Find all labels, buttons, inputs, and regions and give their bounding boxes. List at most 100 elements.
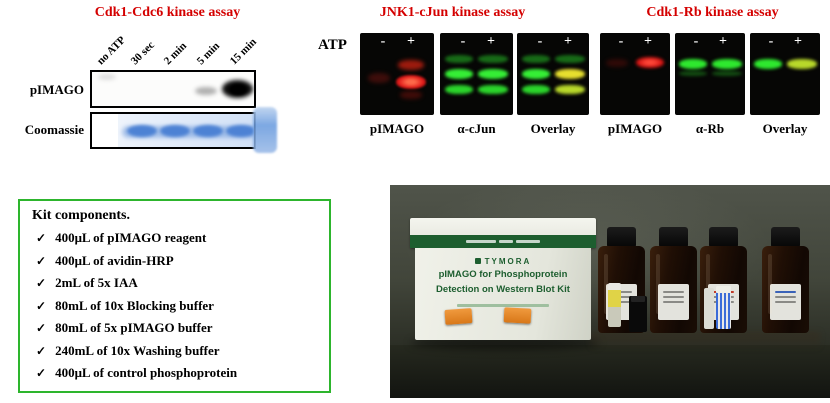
atp-minus-sign: - bbox=[768, 34, 774, 49]
blot-band bbox=[712, 59, 742, 69]
blot-band bbox=[195, 87, 217, 95]
jnk1-title: JNK1-cJun kinase assay bbox=[379, 5, 526, 20]
atp-plus-sign: + bbox=[407, 34, 415, 49]
kit-box-lid-banner bbox=[410, 235, 596, 248]
kit-box: TYMORA pIMAGO for Phosphoprotein Detecti… bbox=[410, 218, 596, 340]
kit-item-text: 80mL of 5x pIMAGO buffer bbox=[55, 320, 213, 335]
cdc6-pimago-blot-image bbox=[90, 70, 256, 108]
atp-minus-sign: - bbox=[460, 34, 466, 49]
atp-minus-sign: - bbox=[380, 34, 386, 49]
kit-item-text: 80mL of 10x Blocking buffer bbox=[55, 297, 214, 313]
jnk1-cjun-blot-image: - + bbox=[440, 33, 513, 115]
kit-list-item: ✓ 80mL of 10x Blocking buffer bbox=[36, 295, 329, 318]
buffer-bottle bbox=[650, 227, 697, 333]
blot-band bbox=[368, 73, 390, 83]
banner-text-bar bbox=[516, 240, 540, 243]
jnk1-blot-label-pimago: pIMAGO bbox=[369, 121, 425, 136]
brand-text: TYMORA bbox=[484, 257, 532, 266]
box-title-line1: pIMAGO for Phosphoprotein bbox=[438, 269, 568, 280]
kit-list-item: ✓ 240mL of 10x Washing buffer bbox=[36, 340, 329, 363]
blot-band bbox=[606, 59, 628, 67]
atp-plus-sign: + bbox=[487, 34, 495, 49]
coomassie-edge-smear bbox=[253, 107, 277, 153]
checkmark-icon: ✓ bbox=[36, 321, 47, 335]
rb-title: Cdk1-Rb kinase assay bbox=[646, 5, 779, 20]
cdc6-coomassie-blot-image bbox=[90, 112, 256, 149]
kit-list-item: ✓ 400μL of control phosphoprotein bbox=[36, 362, 329, 385]
blot-band bbox=[555, 55, 585, 63]
checkmark-icon: ✓ bbox=[36, 253, 47, 268]
orange-clip bbox=[444, 308, 473, 325]
checkmark-icon: ✓ bbox=[36, 276, 47, 290]
atp-plus-sign: + bbox=[644, 34, 652, 49]
box-url-bar bbox=[457, 304, 549, 307]
blot-band bbox=[555, 69, 585, 79]
kit-box-front: TYMORA pIMAGO for Phosphoprotein Detecti… bbox=[415, 248, 591, 340]
rb-blot-label-pimago: pIMAGO bbox=[607, 121, 663, 136]
blot-band bbox=[522, 55, 550, 63]
blot-band bbox=[445, 69, 473, 79]
blot-band bbox=[400, 91, 422, 99]
kit-list-item: ✓ 80mL of 5x pIMAGO buffer bbox=[36, 317, 329, 340]
kit-list-item: ✓ 2mL of 5x IAA bbox=[36, 272, 329, 295]
cdc6-lane-label-5min: 5 min bbox=[194, 40, 223, 68]
bottle-cap bbox=[607, 227, 636, 248]
kit-item-text: 400μL of pIMAGO reagent bbox=[55, 230, 207, 245]
kit-item-text: 400μL of control phosphoprotein bbox=[55, 365, 238, 380]
bottle-cap bbox=[709, 227, 738, 248]
jnk1-assay-panel: JNK1-cJun kinase assay ATP - + - + - + bbox=[310, 0, 600, 155]
atp-minus-sign: - bbox=[537, 34, 543, 49]
label-text-bar bbox=[611, 291, 632, 293]
blot-band bbox=[679, 71, 707, 76]
blot-band bbox=[478, 69, 508, 79]
rb-blot-label-arb: α-Rb bbox=[695, 121, 725, 136]
blot-band bbox=[787, 59, 817, 69]
cdc6-lane-label-2min: 2 min bbox=[161, 40, 190, 68]
atp-plus-sign: + bbox=[794, 34, 802, 49]
jnk1-blot-label-overlay: Overlay bbox=[530, 121, 576, 136]
blot-band bbox=[555, 85, 585, 94]
blot-band bbox=[445, 85, 473, 94]
orange-clip bbox=[503, 307, 532, 324]
blot-band bbox=[478, 55, 508, 63]
coomassie-band bbox=[127, 125, 157, 137]
kit-list-item: ✓ 400μL of pIMAGO reagent bbox=[36, 227, 329, 250]
bottle-body bbox=[762, 246, 809, 333]
blot-band bbox=[445, 55, 473, 63]
jnk1-overlay-blot-image: - + bbox=[517, 33, 589, 115]
jnk1-pimago-blot-image: - + bbox=[360, 33, 434, 115]
bottle-cap bbox=[771, 227, 800, 248]
label-text-bar bbox=[663, 301, 684, 303]
bottle-body bbox=[650, 246, 697, 333]
atp-minus-sign: - bbox=[618, 34, 624, 49]
coomassie-band bbox=[226, 125, 254, 137]
reagent-vial-black bbox=[629, 296, 647, 332]
cdc6-lane-label-30sec: 30 sec bbox=[128, 39, 157, 68]
kit-item-text: 2mL of 5x IAA bbox=[55, 275, 138, 290]
label-text-bar bbox=[663, 291, 684, 293]
kit-box-lid bbox=[410, 218, 596, 248]
bottle-cap bbox=[659, 227, 688, 248]
checkmark-icon: ✓ bbox=[36, 366, 47, 380]
label-text-bar bbox=[663, 296, 684, 298]
bottle-label bbox=[770, 284, 801, 320]
kit-components-heading: Kit components. bbox=[32, 208, 130, 223]
cdc6-lane-label-15min: 15 min bbox=[227, 36, 259, 68]
atp-label: ATP bbox=[318, 37, 347, 53]
blot-band bbox=[229, 84, 247, 95]
box-title-line2: Detection on Western Blot Kit bbox=[436, 284, 570, 295]
blot-band bbox=[679, 59, 707, 69]
rb-overlay-blot-image: - + bbox=[750, 33, 820, 115]
blot-band bbox=[522, 85, 550, 94]
blot-band bbox=[98, 74, 116, 80]
checkmark-icon: ✓ bbox=[36, 343, 47, 358]
cdc6-title: Cdk1-Cdc6 kinase assay bbox=[94, 5, 241, 20]
blot-band bbox=[712, 71, 742, 76]
rb-pimago-blot-image: - + bbox=[600, 33, 670, 115]
kit-item-text: 240mL of 10x Washing buffer bbox=[55, 342, 220, 358]
kit-components-list: ✓ 400μL of pIMAGO reagent ✓ 400μL of avi… bbox=[20, 227, 329, 385]
cdc6-lane-label-noatp: no ATP bbox=[94, 34, 129, 68]
rb-assay-panel: Cdk1-Rb kinase assay - + - + - + pIMAGO … bbox=[595, 0, 830, 155]
blot-band bbox=[522, 69, 550, 79]
tymora-leaf-logo-icon bbox=[474, 258, 481, 264]
